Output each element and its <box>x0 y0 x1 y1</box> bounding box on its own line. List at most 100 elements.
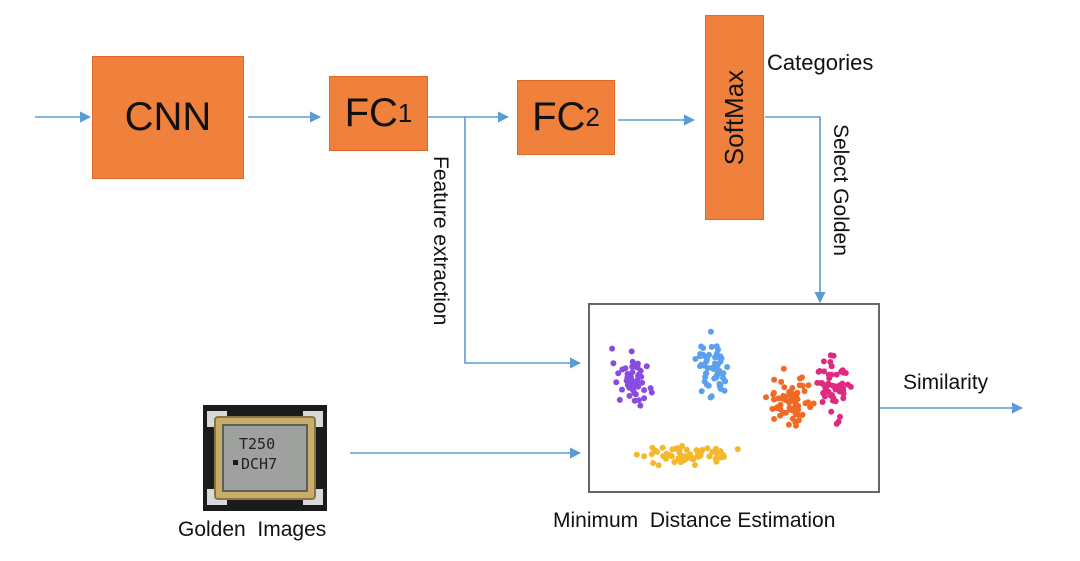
cluster-dot <box>659 444 666 451</box>
cluster-dot <box>635 397 642 404</box>
cluster-dot <box>778 378 785 385</box>
cluster-dot <box>715 346 721 353</box>
cluster-dot <box>697 452 704 459</box>
cluster-dot <box>624 371 631 377</box>
cluster-dot <box>785 421 792 428</box>
cluster-dot <box>836 388 843 395</box>
chip-line-2: DCH7 <box>241 455 278 473</box>
cluster-dot <box>713 354 720 361</box>
cluster-dot <box>632 391 639 398</box>
cluster-dot <box>641 387 648 394</box>
cluster-dot <box>668 453 675 460</box>
cluster-dot <box>797 375 803 382</box>
cluster-dot <box>734 446 741 453</box>
cluster-dot <box>616 396 623 403</box>
cluster-dot <box>703 370 710 377</box>
cluster-dot <box>635 383 642 390</box>
cluster-dot <box>820 358 827 365</box>
cluster-dot <box>833 371 840 378</box>
cluster-dot <box>810 400 817 407</box>
cluster-dot <box>837 413 843 420</box>
cluster-dot <box>706 453 713 460</box>
cluster-dot <box>831 383 838 390</box>
categories-label: Categories <box>767 50 874 75</box>
cluster-dot <box>630 362 637 369</box>
cluster-dot <box>821 393 828 400</box>
cluster-dot <box>707 328 714 335</box>
cluster-dot <box>821 368 828 375</box>
cluster-dot <box>628 348 635 355</box>
cluster-dot <box>706 351 713 358</box>
cluster-dot <box>805 399 812 406</box>
cluster-dot <box>789 415 796 422</box>
cluster-dot <box>635 373 642 379</box>
feature-extraction-label: Feature extraction <box>429 156 452 326</box>
cnn-block: CNN <box>92 56 244 179</box>
select-golden-label: Select Golden <box>829 124 852 256</box>
fc2-label: FC <box>532 95 586 139</box>
cluster-dot <box>770 389 777 396</box>
arrow-feature-extraction <box>464 117 582 369</box>
cluster-dot <box>775 395 782 402</box>
cnn-label: CNN <box>124 95 212 139</box>
golden-images-label: Golden Images <box>178 518 327 541</box>
cluster-dot <box>671 459 678 466</box>
cluster-dot <box>626 392 633 399</box>
cluster-dot <box>801 388 808 395</box>
cluster-dot <box>799 382 806 389</box>
cluster-dot <box>774 405 781 412</box>
similarity-label: Similarity <box>903 371 989 394</box>
cluster-dot <box>816 368 823 374</box>
cluster-dot <box>720 452 727 459</box>
cluster-dot <box>835 418 842 425</box>
cluster-dot <box>633 451 640 458</box>
cluster-dot <box>629 369 636 376</box>
chip-line-1: T250 <box>239 435 276 453</box>
cluster-dot <box>794 407 801 414</box>
cluster-dot <box>625 377 632 383</box>
cluster-dot <box>713 374 720 381</box>
cluster-dot <box>769 405 776 412</box>
softmax-block: SoftMax <box>705 15 764 220</box>
cluster-dot <box>641 395 648 402</box>
cluster-dot <box>610 360 617 367</box>
cluster-dot <box>724 364 731 370</box>
cluster-dot <box>780 365 787 372</box>
cluster-dot <box>663 455 669 462</box>
cluster-dot <box>828 408 835 415</box>
cluster-dot <box>713 458 720 465</box>
cluster-dot <box>641 453 648 460</box>
cluster-dot <box>830 352 837 359</box>
cluster-dot <box>650 460 657 466</box>
cluster-dot <box>837 382 843 389</box>
arrow-select-golden <box>765 116 826 304</box>
cluster-dot <box>839 367 846 374</box>
cluster-dot <box>622 365 629 372</box>
cluster-dot <box>819 399 826 405</box>
cluster-dot <box>679 443 686 449</box>
cluster-dot <box>619 386 625 393</box>
cluster-dot <box>669 446 676 453</box>
cluster-dot <box>763 394 769 401</box>
cluster-dot <box>782 409 789 416</box>
cluster-dot <box>721 387 728 394</box>
cluster-dot <box>693 447 700 454</box>
cluster-dot <box>675 455 682 462</box>
cluster-dot <box>704 365 711 371</box>
cluster-dot <box>771 376 778 383</box>
cluster-dot <box>676 449 683 456</box>
fc2-subscript: 2 <box>585 102 600 132</box>
cluster-dot <box>674 445 681 452</box>
cluster-dot <box>704 445 711 452</box>
cluster-dot <box>781 393 788 400</box>
cluster-dot <box>708 343 715 350</box>
cluster-dot <box>685 454 692 461</box>
cluster-dot <box>805 382 812 389</box>
cluster-dot <box>828 363 835 370</box>
cluster-dot <box>819 380 825 387</box>
